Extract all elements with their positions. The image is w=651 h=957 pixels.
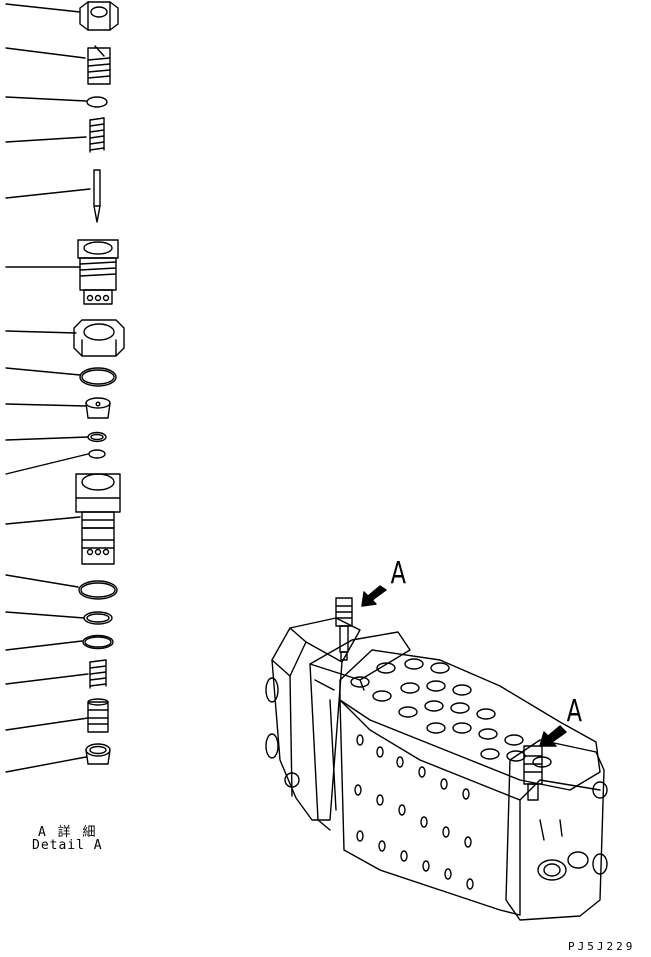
part-valve-body	[77, 239, 119, 305]
part-o-ring-small	[88, 449, 106, 459]
part-o-ring-medium	[78, 580, 118, 600]
part-poppet-cap	[85, 397, 111, 419]
part-spool	[87, 698, 109, 733]
part-o-ring-large	[79, 367, 117, 387]
detail-caption-en: Detail A	[32, 838, 103, 853]
relief-valve-right	[523, 745, 543, 801]
part-small-spring	[89, 117, 105, 153]
part-seal-small	[86, 96, 108, 108]
part-needle-pin	[93, 169, 101, 223]
view-label-upper: A	[390, 556, 406, 591]
drawing-code: PJ5J229	[568, 940, 636, 953]
control-valve-assembly	[265, 617, 608, 921]
view-arrow-lower	[539, 725, 567, 747]
part-lock-nut	[73, 319, 125, 357]
view-arrow-upper	[361, 585, 387, 607]
part-threaded-plug	[87, 45, 111, 85]
detail-caption-jp: A 詳 細	[38, 825, 98, 840]
part-seat	[85, 743, 111, 765]
part-backup-ring-medium	[83, 611, 113, 625]
part-backup-ring	[87, 431, 107, 443]
part-o-ring-lower	[82, 634, 114, 650]
relief-valve-left	[335, 597, 353, 661]
leader-lines	[5, 3, 91, 773]
part-hex-cap-nut	[79, 1, 119, 31]
view-label-lower: A	[566, 694, 582, 729]
part-spring-lower	[89, 659, 107, 689]
part-cartridge-body	[75, 473, 121, 565]
